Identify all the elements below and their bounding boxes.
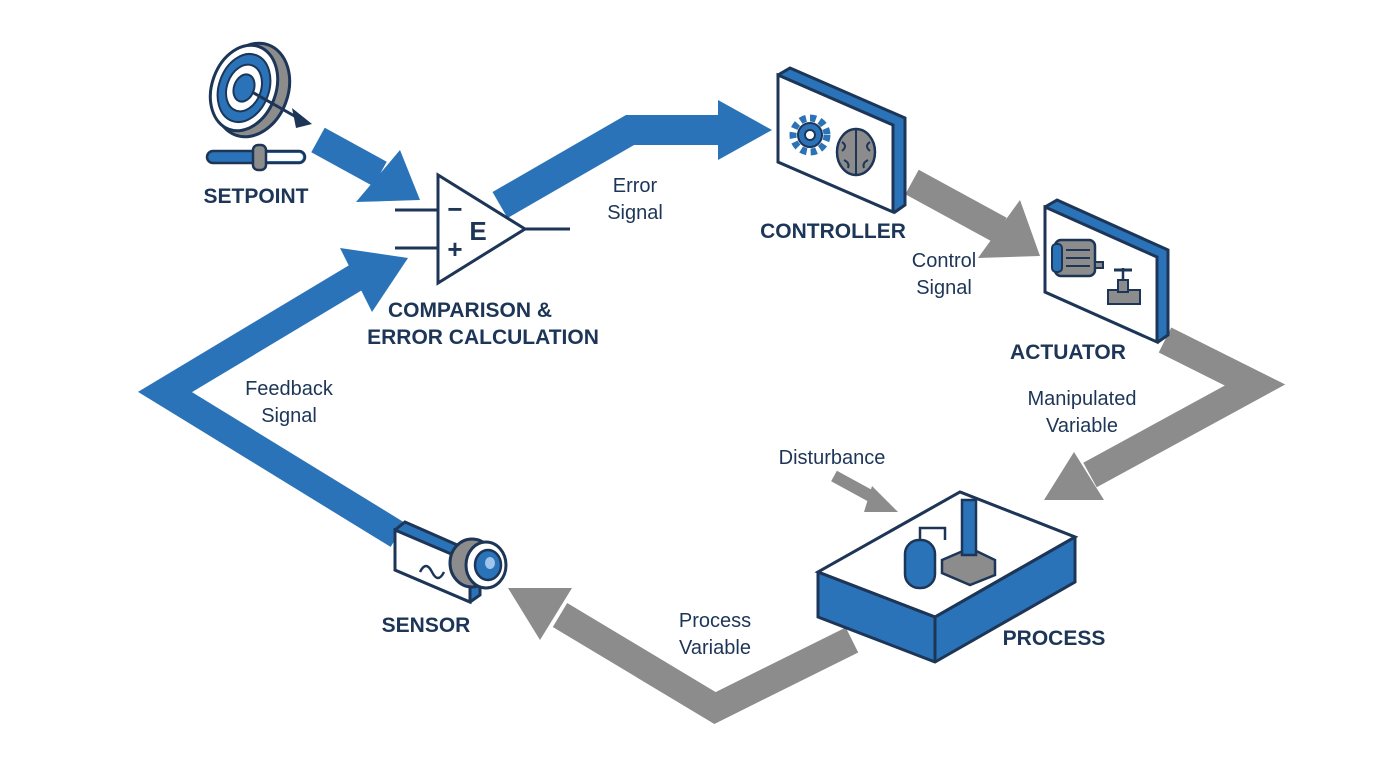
valve-icon [1107, 268, 1141, 305]
setpoint-arrow [311, 127, 420, 202]
comparator-symbol: − + E [395, 172, 570, 286]
feedback-signal-line2: Signal [261, 405, 317, 427]
process-block [814, 490, 1079, 664]
gear-icon [789, 114, 831, 156]
brain-icon [835, 127, 877, 177]
control-signal-line2: Signal [916, 277, 972, 299]
process-variable-line2: Variable [679, 637, 751, 659]
error-arrow [492, 100, 772, 218]
comparator-label-line1: COMPARISON & [388, 299, 552, 322]
process-label: PROCESS [1003, 627, 1106, 650]
target-icon [208, 41, 312, 139]
wave-icon [418, 564, 446, 580]
comparator-label-line2: ERROR CALCULATION [367, 326, 599, 349]
process-variable-line1: Process [679, 610, 751, 632]
actuator-block [1043, 198, 1170, 345]
actuator-label: ACTUATOR [1010, 341, 1126, 364]
plus-sign: + [447, 234, 462, 264]
manipulated-variable-arrow [1044, 327, 1286, 500]
control-signal-arrow [905, 169, 1040, 258]
manipulated-variable-line1: Manipulated [1028, 388, 1137, 410]
minus-sign: − [447, 194, 462, 224]
factory-icon [903, 498, 997, 590]
error-signal-line2: Signal [607, 202, 663, 224]
manipulated-variable-line2: Variable [1046, 415, 1118, 437]
controller-label: CONTROLLER [760, 220, 906, 243]
motor-icon [1051, 238, 1104, 278]
lens-icon [448, 537, 508, 590]
feedback-arrow [138, 248, 408, 547]
setpoint-slider-icon [205, 143, 307, 172]
feedback-signal-line1: Feedback [245, 378, 334, 400]
disturbance-arrow [831, 470, 898, 512]
disturbance-label: Disturbance [779, 447, 886, 469]
sensor-label: SENSOR [382, 614, 471, 637]
controller-block [776, 66, 907, 215]
sensor-block [393, 520, 508, 605]
process-variable-arrow [508, 588, 859, 724]
setpoint-label: SETPOINT [203, 185, 308, 208]
control-signal-line1: Control [912, 250, 976, 272]
error-symbol: E [469, 216, 486, 246]
error-signal-line1: Error [613, 175, 658, 197]
